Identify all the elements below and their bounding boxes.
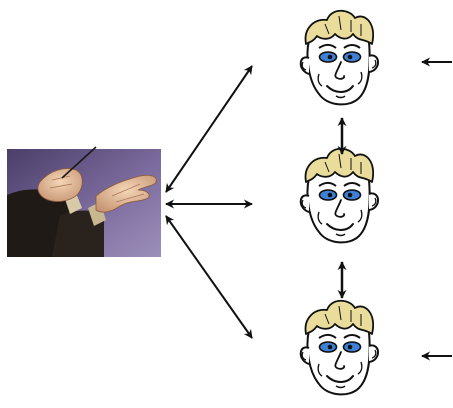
conductor-photo — [7, 146, 161, 257]
face-bottom — [299, 299, 380, 396]
face-top — [299, 9, 380, 106]
arrow-conductor-face-top — [165, 65, 253, 193]
face-middle — [299, 147, 380, 244]
arrow-conductor-face-bottom — [165, 215, 253, 339]
